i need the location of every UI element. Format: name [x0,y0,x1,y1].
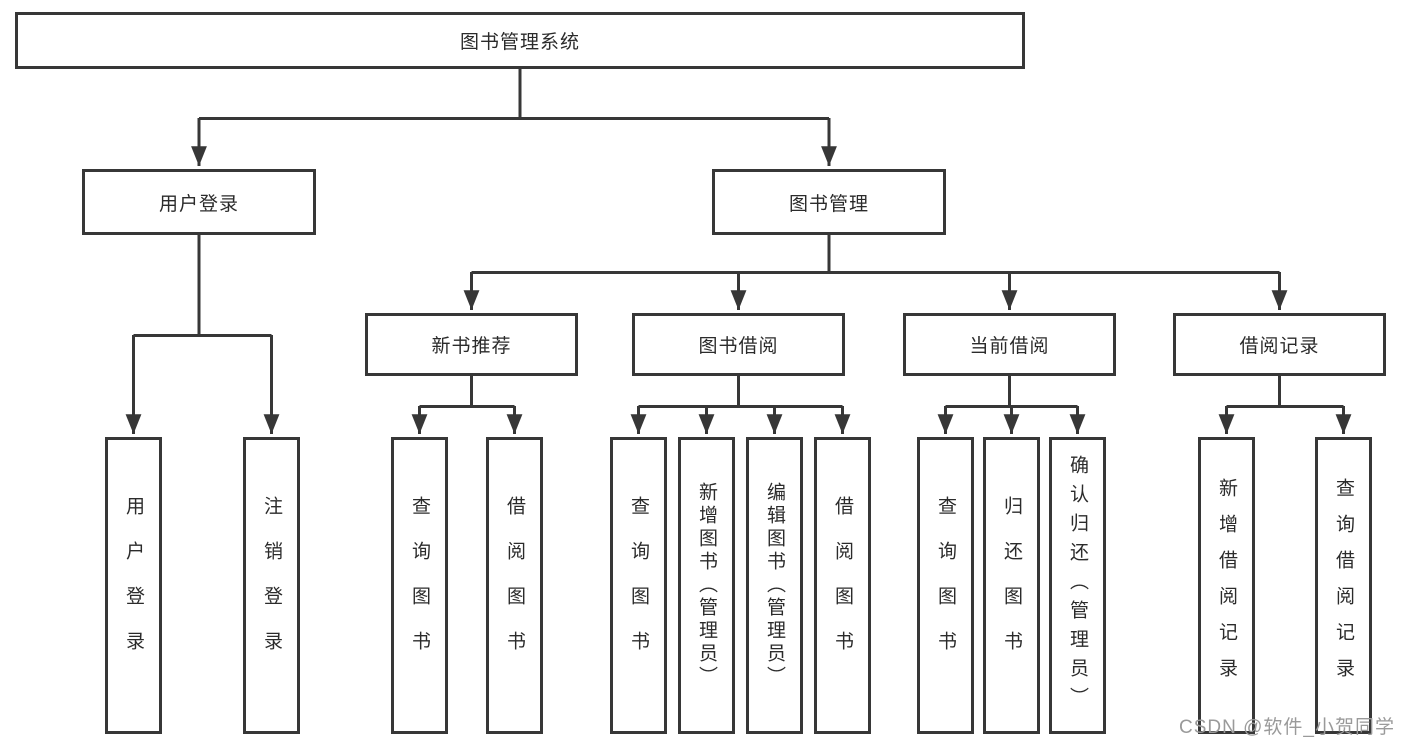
node-label: 归还图书 [1001,495,1022,676]
node-label: 新增借阅记录 [1216,477,1237,694]
watermark: CSDN @软件_小贺同学 [1179,717,1395,738]
node-label: 当前借阅 [969,336,1050,357]
node-label: 图书管理 [788,193,869,215]
leaf-borrow-books: 借阅图书 [814,437,871,734]
node-book-management: 图书管理 [712,169,946,235]
node-label: 查询图书 [628,495,649,676]
node-new-book-recommendation: 新书推荐 [365,313,578,376]
leaf-query-books-borrowing: 查询图书 [610,437,667,734]
node-label: 编辑图书（管理员） [764,482,785,689]
leaf-borrow-books-recommend: 借阅图书 [486,437,543,734]
node-book-borrowing: 图书借阅 [632,313,845,376]
node-label: 借阅记录 [1239,336,1320,357]
leaf-user-login: 用户登录 [105,437,162,734]
node-label: 查询图书 [935,495,956,676]
node-label: 借阅图书 [504,495,525,676]
node-label: 查询借阅记录 [1333,477,1354,694]
node-label: 图书管理系统 [459,32,580,53]
node-library-management-system: 图书管理系统 [15,12,1025,69]
leaf-edit-book-admin: 编辑图书（管理员） [746,437,803,734]
node-label: 图书借阅 [698,336,779,357]
node-label: 用户登录 [123,495,144,676]
node-current-borrowing: 当前借阅 [903,313,1116,376]
leaf-logout: 注销登录 [243,437,300,734]
node-label: 新增图书（管理员） [696,482,717,689]
leaf-add-borrow-record: 新增借阅记录 [1198,437,1255,734]
leaf-query-borrow-record: 查询借阅记录 [1315,437,1372,734]
leaf-confirm-return-admin: 确认归还（管理员） [1049,437,1106,734]
leaf-return-books: 归还图书 [983,437,1040,734]
node-label: 确认归还（管理员） [1067,455,1088,716]
leaf-query-books-recommend: 查询图书 [391,437,448,734]
leaf-add-book-admin: 新增图书（管理员） [678,437,735,734]
node-borrowing-records: 借阅记录 [1173,313,1386,376]
leaf-query-books-current: 查询图书 [917,437,974,734]
node-label: 查询图书 [409,495,430,676]
node-label: 注销登录 [261,495,282,676]
node-label: 借阅图书 [832,495,853,676]
node-label: 用户登录 [158,193,239,215]
node-label: 新书推荐 [431,336,512,357]
node-user-login: 用户登录 [82,169,316,235]
